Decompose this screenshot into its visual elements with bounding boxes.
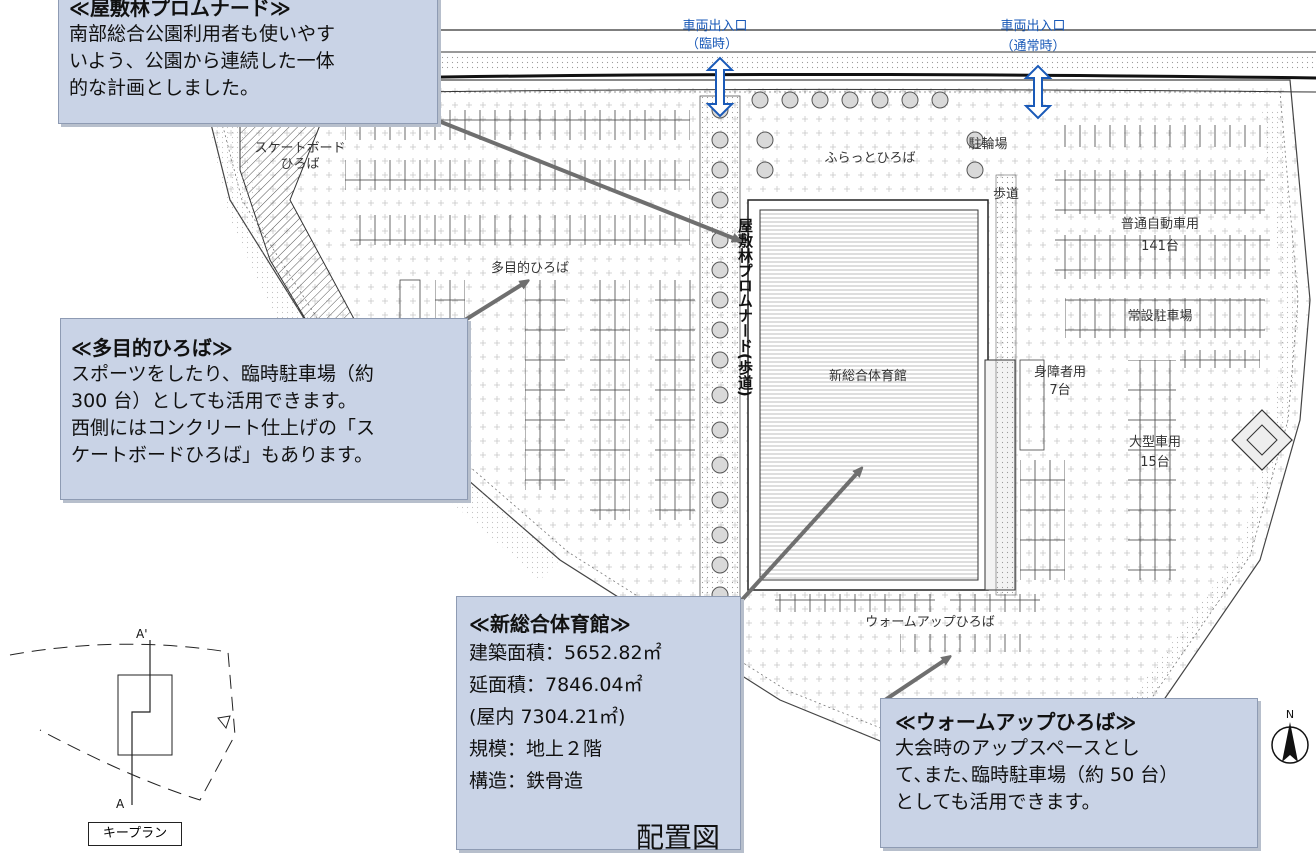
label-vehicle-entrance-temp-sub: （臨時） [686, 37, 738, 52]
callout-promenade-title: ≪屋敷林プロムナード≫ [69, 0, 291, 20]
callout-promenade-line: いよう、公園から連続した一体 [69, 50, 335, 72]
keyplan-label: キープラン [88, 822, 182, 846]
leader-warmup [883, 658, 948, 702]
callout-multi-purpose-line: スポーツをしたり、臨時駐車場（約 [71, 363, 374, 385]
keyplan-section-top: A' [136, 627, 148, 641]
callout-promenade-line: 的な計画としました。 [69, 77, 260, 99]
callout-gym-title: ≪新総合体育館≫ [469, 612, 631, 636]
north-label: N [1286, 708, 1294, 721]
label-vehicle-entrance-temp: 車両出入口 [682, 19, 747, 34]
pavilion-icon [1231, 409, 1293, 471]
label-car-parking-count: 141台 [1141, 239, 1179, 254]
callout-gym-line: 延面積：7846.04㎡ [469, 674, 643, 696]
label-new-gym: 新総合体育館 [829, 368, 907, 384]
callout-promenade: ≪屋敷林プロムナード≫ 南部総合公園利用者も使いやす いよう、公園から連続した一… [58, 0, 438, 124]
label-vehicle-entrance-normal-sub: （通常時） [1000, 39, 1065, 54]
callout-gym: ≪新総合体育館≫ 建築面積：5652.82㎡ 延面積：7846.04㎡ (屋内 … [456, 596, 741, 850]
callout-warmup-title: ≪ウォームアップひろば≫ [895, 710, 1137, 734]
gym-roof [759, 209, 979, 581]
keyplan-diagram: A' A [9, 627, 236, 811]
label-promenade-vertical: 屋敷林プロムナード(歩道) [736, 218, 754, 397]
keyplan-section-bottom: A [116, 797, 125, 811]
callout-gym-line: 建築面積：5652.82㎡ [469, 642, 662, 664]
leader-multi-purpose [463, 282, 526, 322]
north-arrow-icon: N [1271, 708, 1309, 764]
leader-promenade [435, 118, 738, 240]
label-regular-parking: 常設駐車場 [1127, 308, 1192, 324]
callout-warmup: ≪ウォームアップひろば≫ 大会時のアップスペースとし て､また､臨時駐車場（約 … [880, 698, 1258, 848]
label-large-vehicle-count: 15台 [1140, 455, 1170, 470]
callout-multi-purpose-title: ≪多目的ひろば≫ [71, 336, 233, 360]
label-skateboard: スケートボード [254, 141, 345, 156]
label-sidewalk: 歩道 [993, 187, 1019, 202]
callout-multi-purpose-line: 300 台）としても活用できます。 [71, 390, 357, 412]
callout-promenade-line: 南部総合公園利用者も使いやす [69, 23, 336, 45]
callout-multi-purpose-line: ケートボードひろば」もあります。 [71, 444, 374, 466]
callout-gym-line: 構造：鉄骨造 [469, 770, 584, 792]
label-multi-purpose: 多目的ひろば [491, 260, 569, 276]
callout-warmup-line: て､また､臨時駐車場（約 50 台） [895, 764, 1179, 786]
callout-gym-line: (屋内 7304.21㎡) [469, 706, 626, 728]
label-flat-plaza: ふらっとひろば [824, 151, 915, 166]
figure-caption: 配置図 [635, 821, 720, 854]
leader-gym [738, 470, 860, 604]
label-accessible-count: 7台 [1049, 383, 1070, 398]
regular-parking-stalls [1019, 125, 1270, 580]
callout-multi-purpose-line: 西側にはコンクリート仕上げの「ス [71, 417, 376, 439]
label-car-parking: 普通自動車用 [1121, 217, 1199, 232]
callout-warmup-line: 大会時のアップスペースとし [895, 737, 1140, 759]
entrance-arrow-temp [705, 56, 735, 118]
label-bicycle-parking: 駐輪場 [968, 136, 1007, 152]
callout-gym-line: 規模：地上２階 [469, 738, 603, 760]
callout-multi-purpose: ≪多目的ひろば≫ スポーツをしたり、臨時駐車場（約 300 台）としても活用でき… [60, 318, 468, 500]
label-accessible: 身障者用 [1034, 364, 1086, 380]
callout-warmup-line: としても活用できます。 [895, 791, 1101, 813]
entrance-arrow-normal [1023, 64, 1053, 120]
label-large-vehicle: 大型車用 [1129, 435, 1181, 450]
label-skateboard-sub: ひろば [280, 157, 319, 172]
label-warmup-plaza: ウォームアップひろば [865, 615, 995, 630]
label-vehicle-entrance-normal: 車両出入口 [1000, 19, 1065, 34]
